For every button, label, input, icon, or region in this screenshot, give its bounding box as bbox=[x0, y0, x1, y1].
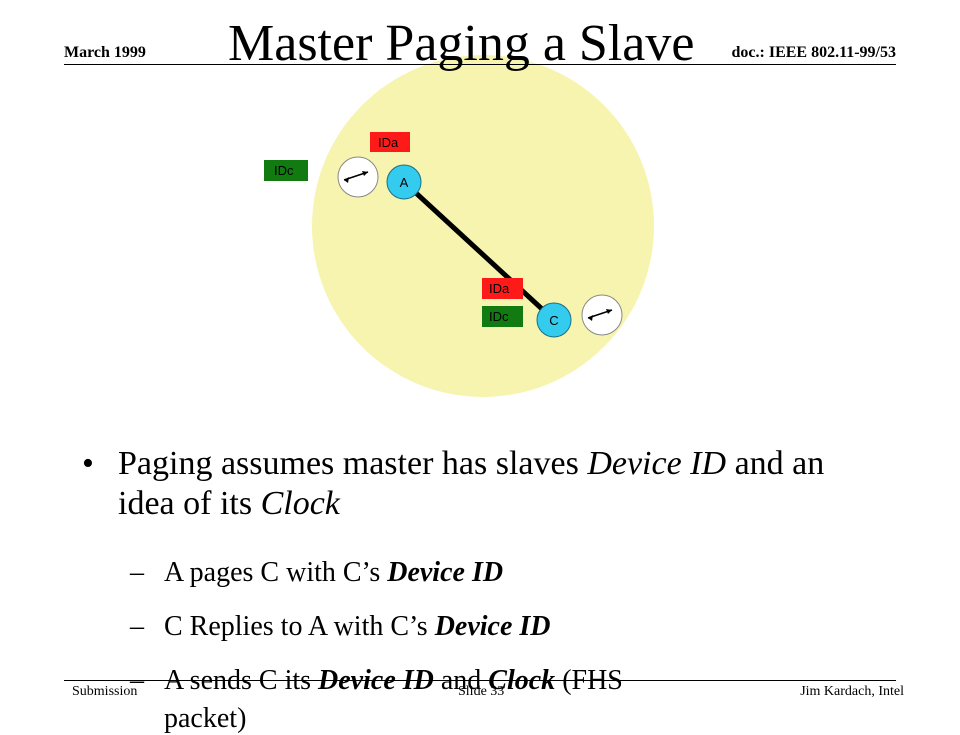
bullet-main-part: and an idea of its bbox=[118, 445, 825, 523]
footer-author: Jim Kardach, Intel bbox=[800, 684, 904, 699]
clock-icon-c bbox=[581, 294, 623, 336]
slide-title: Master Paging a Slave bbox=[228, 15, 695, 72]
tag-ida-master: IDa bbox=[370, 132, 410, 152]
tag-idc-master: IDc bbox=[264, 160, 308, 181]
footer-slide-number: Slide 33 bbox=[458, 684, 505, 699]
node-a-label: A bbox=[400, 175, 409, 190]
sub-bullet-text: C Replies to A with C’s bbox=[164, 611, 435, 642]
header-date: March 1999 bbox=[64, 44, 146, 61]
bullet-main-part-italic: Clock bbox=[260, 485, 340, 523]
connection-line bbox=[402, 180, 556, 322]
header-rule bbox=[64, 64, 896, 65]
bullet-symbol: • bbox=[82, 445, 94, 482]
node-a: A bbox=[386, 164, 422, 200]
sub-bullet-emphasis: Device ID bbox=[434, 611, 551, 642]
tag-ida-slave-label: IDa bbox=[489, 281, 510, 296]
sub-bullet-2: –C Replies to A with C’s Device ID bbox=[130, 610, 551, 643]
node-c: C bbox=[536, 302, 572, 338]
footer-submission: Submission bbox=[72, 684, 138, 699]
sub-bullet-dash: – bbox=[130, 611, 144, 642]
bullet-main-part: Paging assumes master has slaves bbox=[118, 445, 588, 482]
tag-idc-slave: IDc bbox=[482, 306, 523, 327]
sub-bullet-text: A pages C with C’s bbox=[164, 557, 388, 588]
clock-icon-a bbox=[337, 156, 379, 198]
tag-idc-slave-label: IDc bbox=[489, 309, 509, 324]
tag-idc-master-label: IDc bbox=[274, 163, 294, 178]
header-doc-id: doc.: IEEE 802.11-99/53 bbox=[731, 44, 896, 61]
sub-bullet-3-continuation: packet) bbox=[164, 703, 247, 734]
piconet-circle bbox=[312, 55, 654, 397]
piconet-diagram: A C IDa IDc IDa IDc bbox=[264, 55, 654, 397]
bullet-main-part-italic: Device ID bbox=[587, 445, 727, 482]
footer-rule bbox=[64, 680, 896, 681]
tag-ida-slave: IDa bbox=[482, 278, 523, 299]
tag-ida-master-label: IDa bbox=[378, 135, 399, 150]
node-c-label: C bbox=[549, 313, 558, 328]
bullet-main-text: Paging assumes master has slaves Device … bbox=[118, 444, 858, 524]
sub-bullet-emphasis: Device ID bbox=[387, 557, 504, 588]
sub-bullet-1: –A pages C with C’s Device ID bbox=[130, 556, 503, 589]
sub-bullet-dash: – bbox=[130, 557, 144, 588]
